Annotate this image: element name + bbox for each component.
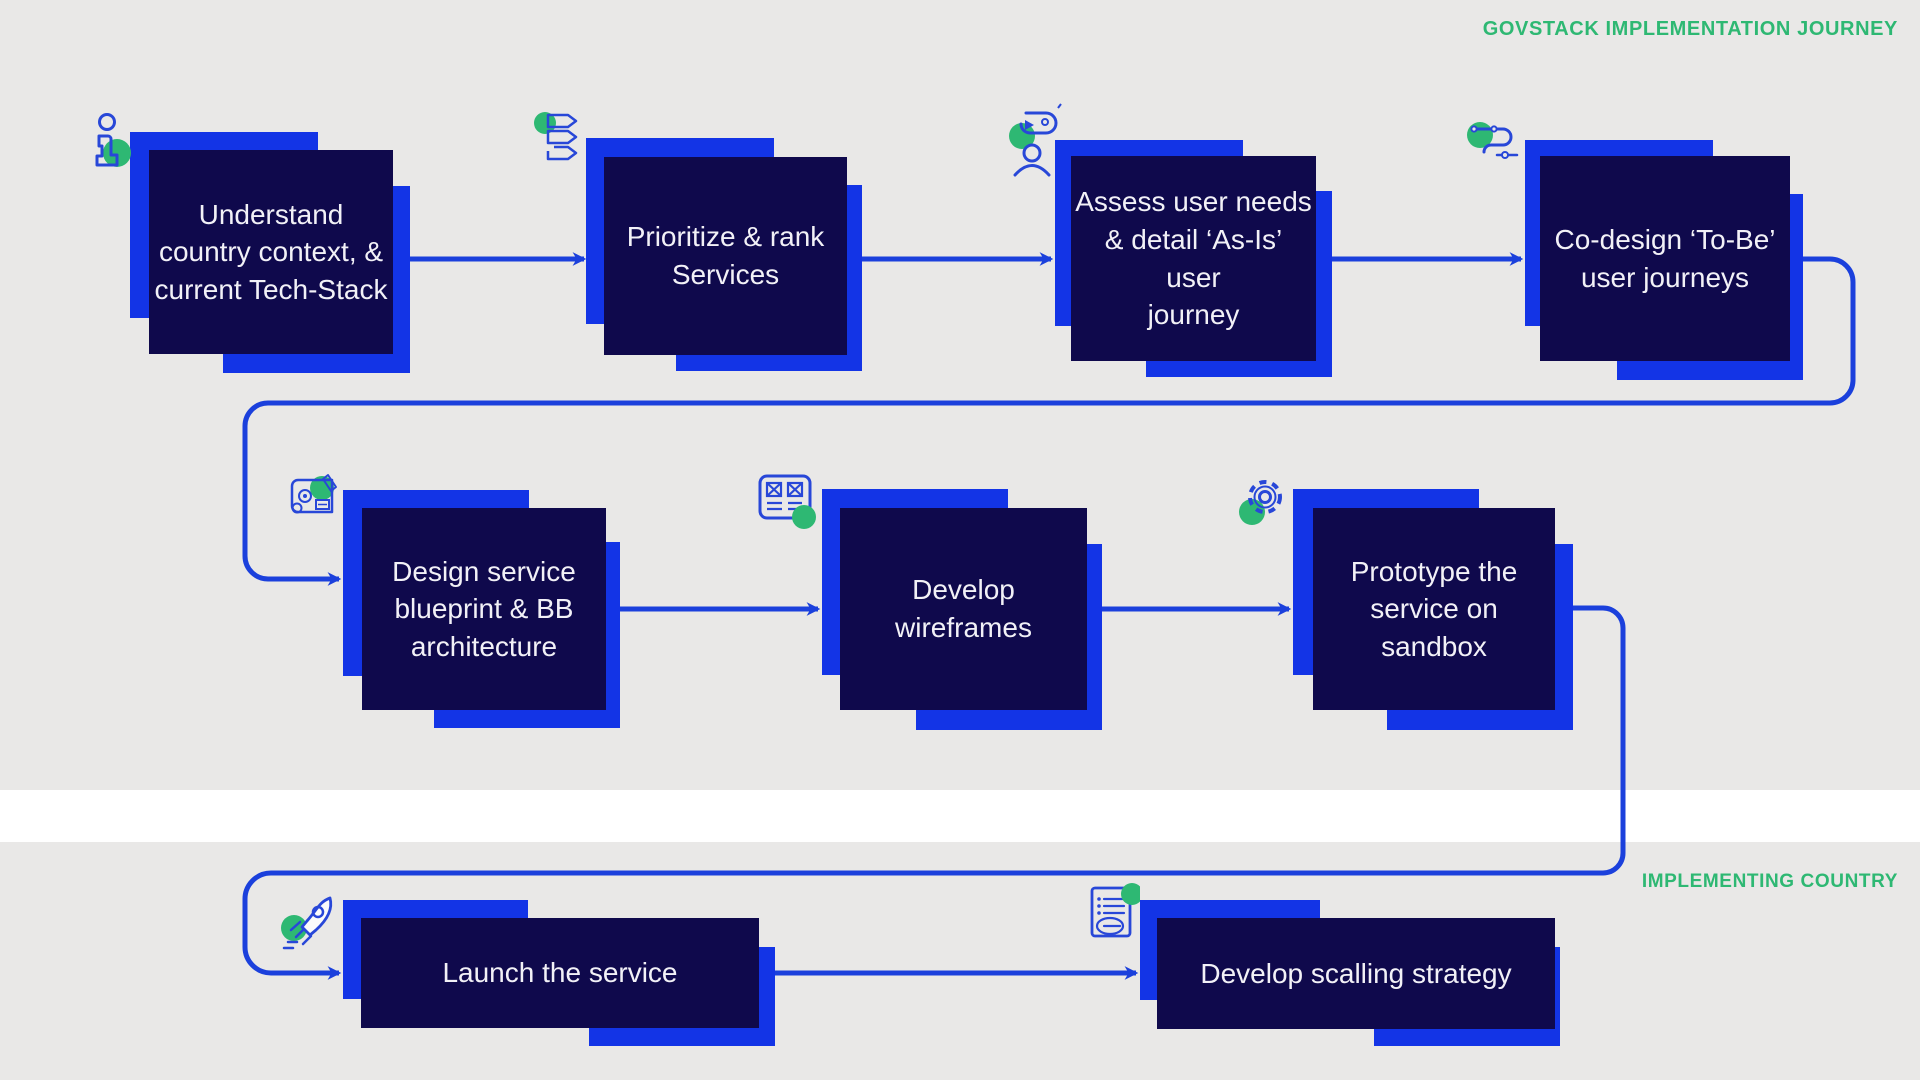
- ranked-tags-icon: [534, 112, 578, 161]
- step-label: Prioritize & rank Services: [626, 221, 825, 290]
- step-card: Assess user needs & detail ‘As-Is’ user …: [1071, 156, 1316, 361]
- step-label: Develop wireframes: [895, 574, 1032, 643]
- step-card: Develop wireframes: [840, 508, 1087, 710]
- step-label: Develop scalling strategy: [1200, 957, 1512, 989]
- white-divider-band: [0, 790, 1920, 842]
- step-label: Design service blueprint & BB architectu…: [392, 555, 576, 662]
- implementing-country-label: IMPLEMENTING COUNTRY: [1641, 871, 1898, 892]
- step-card: Understand country context, & current Te…: [149, 150, 393, 354]
- step-card: Prioritize & rank Services: [604, 157, 847, 355]
- journey-route-icon: [1467, 122, 1519, 159]
- journey-title: GOVSTACK IMPLEMENTATION JOURNEY: [1482, 18, 1898, 40]
- user-interview-icon: [1009, 103, 1062, 177]
- step-label: Understand country context, & current Te…: [154, 198, 388, 305]
- step-card: Prototype the service on sandbox: [1313, 508, 1555, 710]
- step-label: Co-design ‘To-Be’ user journeys: [1554, 223, 1776, 293]
- step-label: Launch the service: [442, 957, 678, 989]
- wireframe-icon: [758, 474, 816, 529]
- connector-step4-step5-wrap: [242, 256, 1856, 586]
- connector-step7-step8-wrap: [242, 605, 1626, 980]
- person-info-icon: [95, 113, 131, 167]
- step-card: Launch the service: [361, 918, 759, 1028]
- step-label: Assess user needs & detail ‘As-Is’ user …: [1075, 186, 1312, 331]
- rocket-icon: [281, 896, 333, 950]
- step-card: Design service blueprint & BB architectu…: [362, 508, 606, 710]
- step-card: Co-design ‘To-Be’ user journeys: [1540, 156, 1790, 361]
- gear-icon: [1239, 480, 1282, 525]
- step-card: Develop scalling strategy: [1157, 918, 1555, 1029]
- step-label: Prototype the service on sandbox: [1350, 555, 1518, 662]
- scaling-document-icon: [1090, 883, 1140, 938]
- blueprint-icon: [290, 474, 337, 514]
